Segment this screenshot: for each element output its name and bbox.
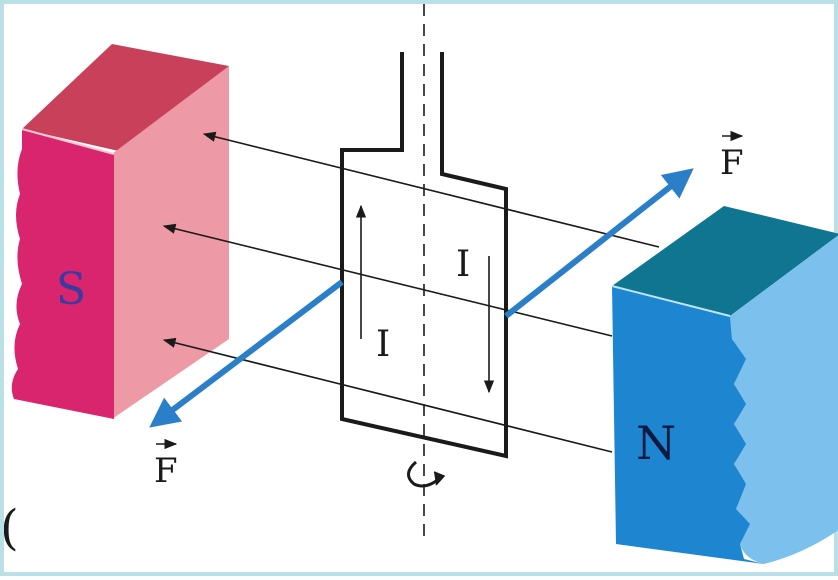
force-label-right-group: F — [720, 130, 744, 183]
north-magnet: N — [611, 206, 838, 564]
edge-glyph: ( — [4, 500, 19, 556]
south-magnet-front — [11, 129, 114, 419]
force-label-left: F — [154, 451, 178, 491]
north-magnet-side — [730, 235, 838, 564]
force-label-left-group: F — [154, 438, 178, 491]
field-line-top — [202, 131, 660, 248]
south-pole-label: S — [56, 264, 86, 315]
rotation-arrow-icon — [407, 460, 446, 488]
force-label-right: F — [720, 143, 744, 183]
motor-principle-diagram: S N I I F F ( — [4, 4, 838, 564]
north-pole-label: N — [636, 416, 676, 470]
magnetic-field-lines — [162, 131, 660, 453]
coil-wire — [340, 52, 508, 459]
current-label-left: I — [376, 324, 390, 365]
south-magnet-side — [112, 66, 229, 419]
north-magnet-top — [612, 206, 838, 316]
current-label-right: I — [456, 244, 470, 285]
force-arrow-right — [504, 168, 694, 319]
north-magnet-front — [612, 286, 764, 564]
field-line-middle — [162, 223, 613, 337]
south-magnet: S — [11, 44, 229, 419]
force-vectors — [149, 168, 694, 428]
south-magnet-top — [22, 44, 229, 154]
force-arrow-left — [149, 279, 344, 428]
current-loop — [340, 52, 508, 459]
